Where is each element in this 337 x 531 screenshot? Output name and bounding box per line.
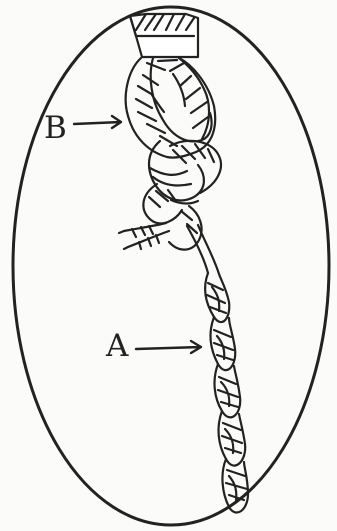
arrow-b-icon: [74, 116, 121, 128]
arrow-a-icon: [136, 341, 201, 353]
pointer-arrows: [74, 116, 201, 353]
loose-ends: [119, 223, 169, 249]
outer-ellipse: [13, 7, 329, 525]
top-fitting: [130, 14, 198, 57]
main-rope-a: [187, 225, 248, 513]
label-a: A: [106, 331, 128, 362]
label-b: B: [44, 113, 67, 144]
